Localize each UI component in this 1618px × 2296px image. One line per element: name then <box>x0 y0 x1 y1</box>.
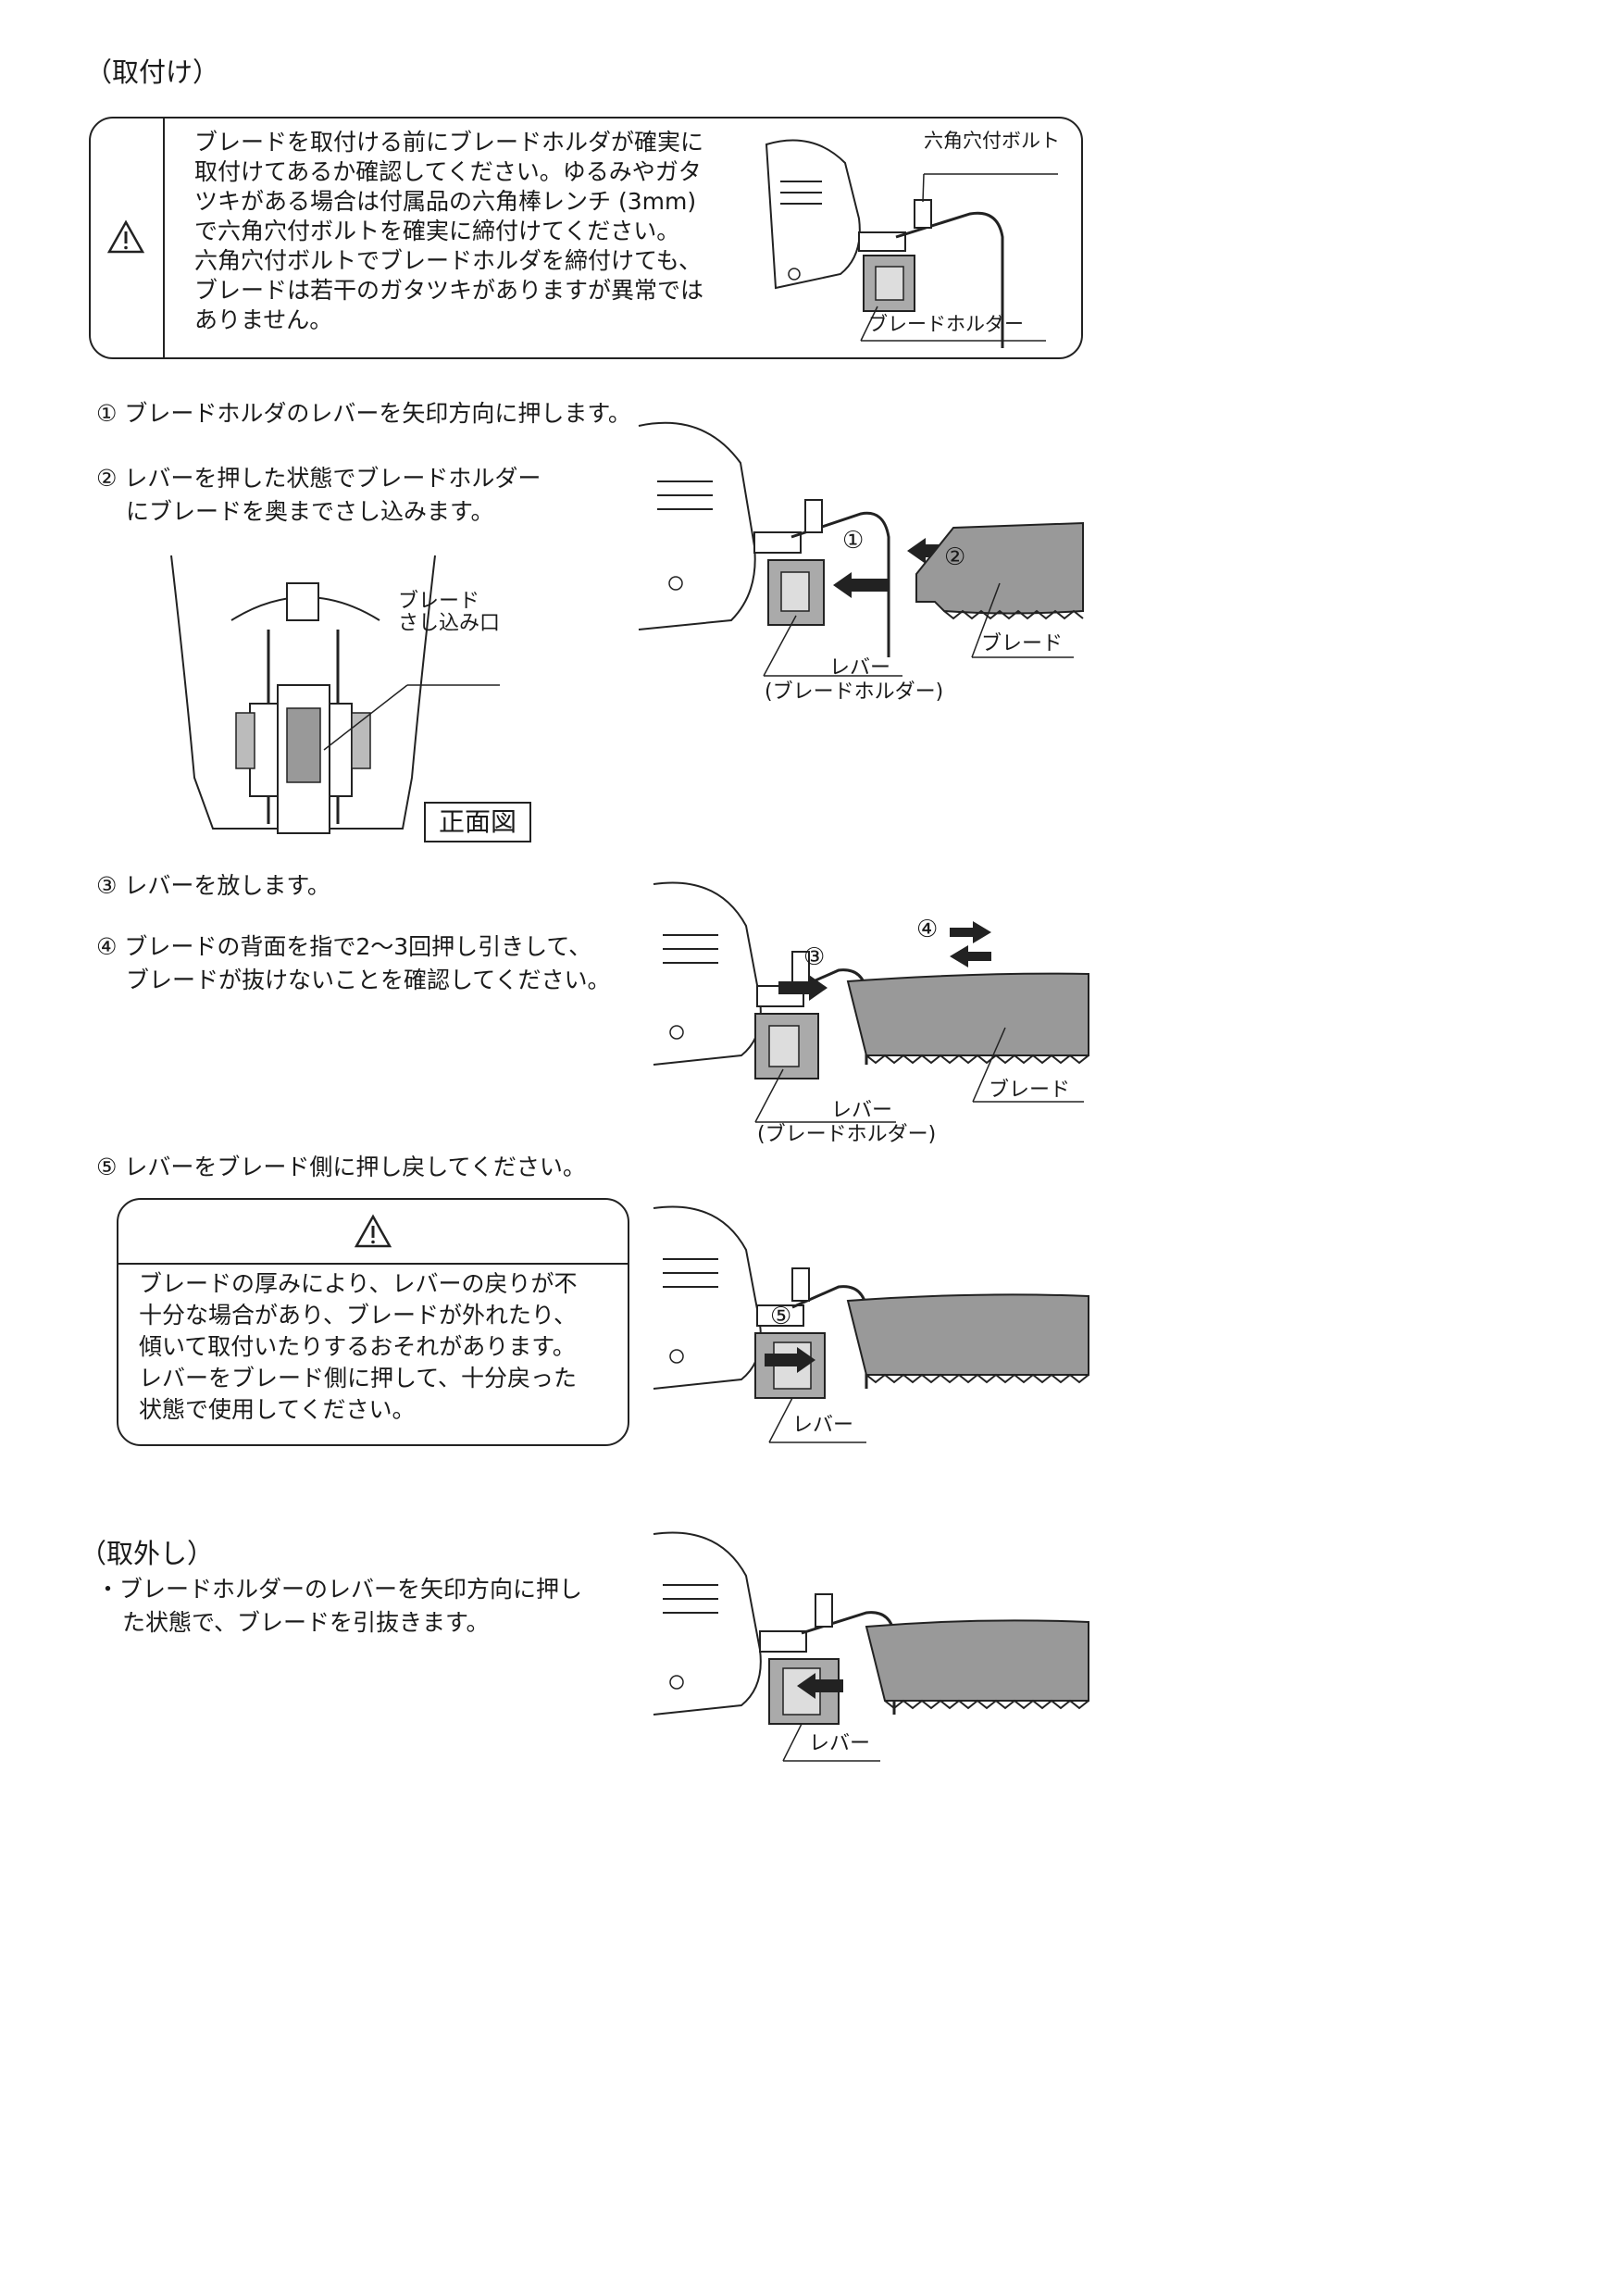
caution-head <box>118 1200 628 1265</box>
marker-4: ④ <box>916 916 939 943</box>
fig3-lever-label-line-2: (ブレードホルダー) <box>757 1123 937 1146</box>
check-blade-illustration <box>653 881 1089 1123</box>
caution-line: 傾いて取付いたりするおそれがあります。 <box>139 1333 576 1360</box>
warning-triangle-icon <box>354 1214 392 1248</box>
step-2-line-2: にブレードを奥までさし込みます。 <box>126 498 494 525</box>
fig3-blade-label: ブレード <box>989 1079 1071 1102</box>
step-3: ③ レバーを放します。 <box>96 872 330 899</box>
caution-text: ブレードの厚みにより、レバーの戻りが不 十分な場合があり、ブレードが外れたり、 … <box>139 1268 578 1426</box>
return-lever-illustration <box>653 1205 1089 1443</box>
removal-line-2: た状態で、ブレードを引抜きます。 <box>122 1609 490 1636</box>
fig2-blade-label: ブレード <box>981 632 1064 655</box>
marker-1: ① <box>842 527 865 555</box>
warning-text: ブレードを取付ける前にブレードホルダが確実に 取付けてあるか確認してください。ゆ… <box>194 128 703 335</box>
caution-line: ブレードの厚みにより、レバーの戻りが不 <box>139 1270 578 1297</box>
blade-holder-illustration <box>765 139 1058 348</box>
front-view-label-line-2: さし込み口 <box>398 612 501 635</box>
step-4-line-2: ブレードが抜けないことを確認してください。 <box>126 967 611 993</box>
fig4-lever-label: レバー <box>792 1414 854 1437</box>
removal-line-1: ・ブレードホルダーのレバーを矢印方向に押し <box>96 1576 583 1603</box>
caution-line: 十分な場合があり、ブレードが外れたり、 <box>139 1302 578 1329</box>
insert-blade-illustration <box>638 421 1084 677</box>
caution-box: ブレードの厚みにより、レバーの戻りが不 十分な場合があり、ブレードが外れたり、 … <box>117 1198 629 1446</box>
bolt-label: 六角穴付ボルト <box>924 130 1060 152</box>
warning-line: ツキがある場合は付属品の六角棒レンチ (3mm) <box>194 188 697 215</box>
install-heading: （取付け） <box>85 56 220 88</box>
step-4-line-1: ④ ブレードの背面を指で2～3回押し引きして、 <box>96 933 592 960</box>
caution-line: 状態で使用してください。 <box>139 1396 416 1423</box>
warning-line: ありません。 <box>194 306 333 333</box>
warning-line: で六角穴付ボルトを確実に締付けてください。 <box>194 218 680 244</box>
front-view-label-line-1: ブレード <box>398 590 480 613</box>
warning-line: 六角穴付ボルトでブレードホルダを締付けても、 <box>194 247 703 274</box>
step-1: ① ブレードホルダのレバーを矢印方向に押します。 <box>96 400 631 427</box>
marker-5: ⑤ <box>770 1303 792 1330</box>
step-5: ⑤ レバーをブレード側に押し戻してください。 <box>96 1154 586 1180</box>
fig2-lever-label-line-2: (ブレードホルダー) <box>765 680 944 704</box>
holder-label: ブレードホルダー <box>868 313 1024 335</box>
warning-triangle-icon <box>106 219 145 254</box>
remove-blade-illustration <box>653 1531 1089 1762</box>
fig3-lever-label-line-1: レバー <box>831 1099 893 1122</box>
warning-box: ブレードを取付ける前にブレードホルダが確実に 取付けてあるか確認してください。ゆ… <box>89 117 1083 359</box>
marker-3: ③ <box>803 943 826 971</box>
removal-heading: （取外し） <box>80 1538 215 1569</box>
caution-line: レバーをブレード側に押して、十分戻った <box>139 1365 578 1391</box>
warning-line: ブレードを取付ける前にブレードホルダが確実に <box>194 129 704 156</box>
front-view-illustration <box>170 555 500 834</box>
warning-icon-column <box>91 119 165 357</box>
front-view-caption: 正面図 <box>424 802 531 842</box>
warning-line: 取付けてあるか確認してください。ゆるみやガタ <box>194 158 702 185</box>
marker-2: ② <box>944 543 966 571</box>
warning-line: ブレードは若干のガタツキがありますが異常では <box>194 277 704 304</box>
step-2-line-1: ② レバーを押した状態でブレードホルダー <box>96 465 541 492</box>
removal-lever-label: レバー <box>809 1732 871 1755</box>
fig2-lever-label-line-1: レバー <box>829 656 891 680</box>
